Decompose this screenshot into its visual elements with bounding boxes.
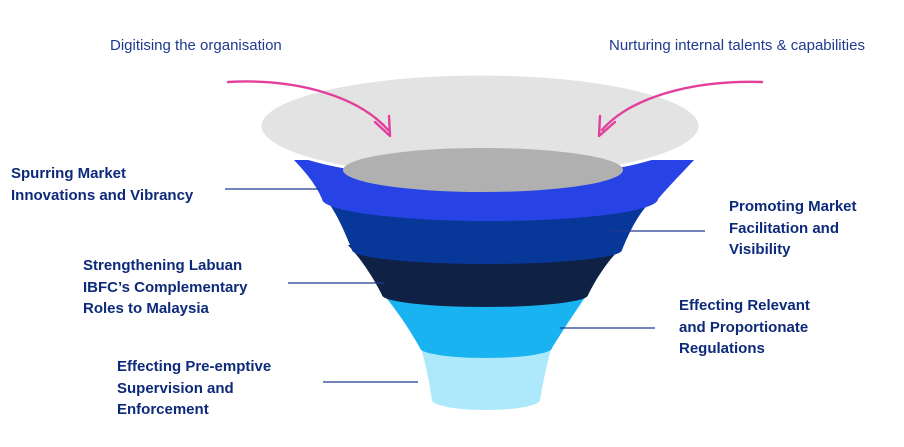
stage-label-5: Effecting Pre-emptive Supervision and En… xyxy=(117,358,272,418)
stage-label-2: Promoting Market Facilitation and Visibi… xyxy=(729,198,857,258)
stage-label-3: Strengthening Labuan IBFC’s Complementar… xyxy=(83,257,248,317)
input-arrow-left-head xyxy=(373,114,392,138)
input-arrow-left xyxy=(226,80,390,132)
input-arrow-right-head xyxy=(597,114,617,138)
input-label-digitising: Digitising the organisation xyxy=(110,37,282,54)
stage-label-4: Effecting Relevant and Proportionate Reg… xyxy=(679,297,810,357)
input-label-talents: Nurturing internal talents & capabilitie… xyxy=(609,37,865,54)
input-arrow-right xyxy=(600,80,764,132)
funnel-band-5 xyxy=(420,345,552,410)
funnel-opening xyxy=(343,148,623,192)
stage-label-1: Spurring Market Innovations and Vibrancy xyxy=(11,165,194,204)
funnel-band-4 xyxy=(380,290,590,358)
